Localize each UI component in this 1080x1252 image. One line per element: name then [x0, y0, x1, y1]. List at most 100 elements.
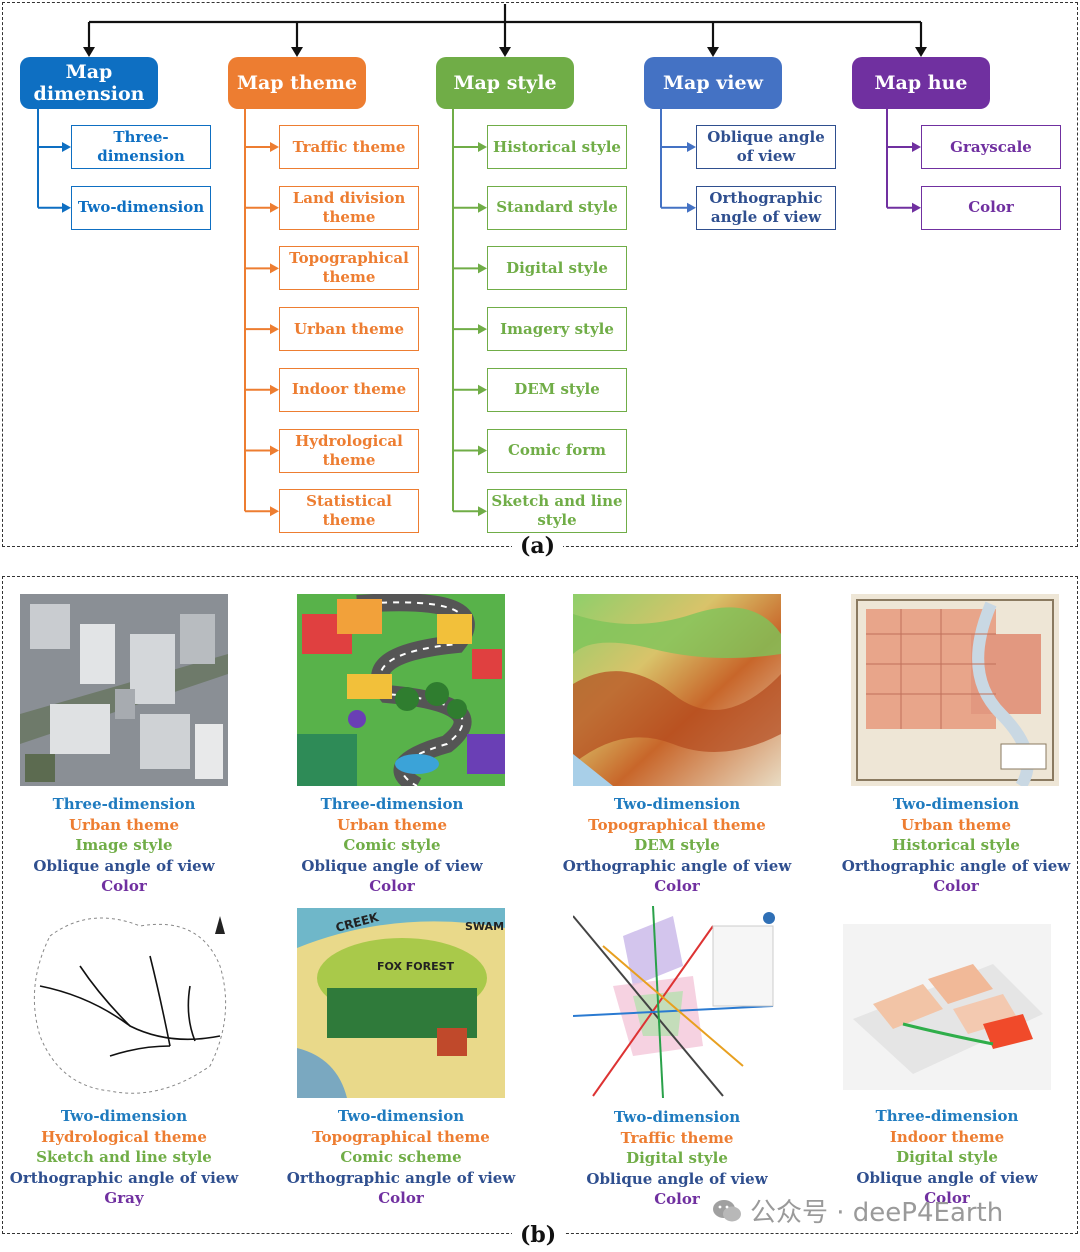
panel-a-connectors: [37, 4, 927, 517]
branch-arrowhead: [270, 506, 279, 517]
category-item: Standard style: [487, 185, 627, 230]
root-arrowhead: [915, 47, 927, 57]
caption-dimension: Three-dimension: [320, 795, 464, 813]
caption-style: Digital style: [626, 1149, 728, 1167]
category-item-label: Standard style: [496, 198, 618, 217]
category-title: Map hue: [874, 72, 968, 94]
category-item: Three-dimension: [71, 125, 211, 169]
category-item-label: Digital style: [506, 258, 608, 277]
caption-view: Oblique angle of view: [856, 1168, 1038, 1187]
caption-hue: Color: [378, 1189, 424, 1207]
category-item-label: Land division theme: [292, 188, 406, 226]
category-item: Hydrological theme: [279, 428, 419, 473]
caption-hue: Color: [933, 877, 979, 895]
caption-style: Historical style: [892, 836, 1020, 854]
category-item: Oblique angle of view: [696, 125, 836, 169]
branch-arrowhead: [687, 142, 696, 152]
caption-view: Orthographic angle of view: [841, 856, 1071, 875]
caption-hue: Gray: [104, 1189, 144, 1207]
root-arrowhead: [291, 47, 303, 57]
branch-arrowhead: [270, 384, 279, 395]
branch-arrowhead: [478, 202, 487, 213]
category-item: Topographical theme: [279, 246, 419, 291]
category-item-label: Statistical theme: [306, 492, 392, 530]
category-item-label: Topographical theme: [289, 249, 409, 287]
category-item-label: Color: [968, 198, 1014, 217]
category-item: Historical style: [487, 125, 627, 169]
caption-hue: Color: [369, 877, 415, 895]
caption-theme: Urban theme: [336, 815, 448, 834]
category-item: DEM style: [487, 367, 627, 412]
caption-style: Comic style: [343, 836, 441, 854]
caption-theme: Traffic theme: [620, 1128, 734, 1147]
branch-arrowhead: [478, 506, 487, 517]
branch-arrowhead: [912, 202, 921, 213]
wechat-icon: [713, 1199, 741, 1221]
thumb-historical-city-map: [851, 594, 1059, 786]
thumb-river-sketch: [20, 906, 240, 1102]
watermark: 公众号 · deeP4Earth: [712, 1192, 1003, 1229]
category-1: Map dimension: [20, 57, 158, 109]
category-item-label: Indoor theme: [291, 380, 407, 399]
category-item-label: Imagery style: [500, 319, 614, 338]
branch-arrowhead: [270, 445, 279, 456]
branch-arrowhead: [478, 263, 487, 274]
category-item: Digital style: [487, 246, 627, 291]
root-arrowhead: [83, 47, 95, 57]
caption-dimension: Two-dimension: [613, 795, 741, 813]
category-item-label: Historical style: [493, 137, 621, 156]
caption-hue: Color: [101, 877, 147, 895]
caption-theme: Urban theme: [68, 815, 180, 834]
category-item-label: Two-dimension: [77, 198, 205, 217]
root-arrowhead: [707, 47, 719, 57]
caption-theme: Urban theme: [900, 815, 1012, 834]
category-item: Color: [921, 185, 1061, 230]
caption-dimension: Two-dimension: [60, 1107, 188, 1125]
caption-hue: Color: [654, 877, 700, 895]
caption-theme: Indoor theme: [889, 1127, 1005, 1146]
branch-arrowhead: [478, 384, 487, 395]
category-item: Land division theme: [279, 185, 419, 230]
caption-hue: Color: [924, 1189, 970, 1207]
category-2: Map theme: [228, 57, 366, 109]
category-item-label: Traffic theme: [292, 137, 406, 156]
caption-style: Sketch and line style: [36, 1148, 212, 1166]
category-title: Map dimension: [33, 61, 145, 105]
category-item: Traffic theme: [279, 125, 419, 169]
watermark-text: 公众号 · deeP4Earth: [750, 1198, 1004, 1228]
category-item: Statistical theme: [279, 489, 419, 534]
category-item-label: Orthographic angle of view: [709, 188, 823, 226]
caption-style: DEM style: [634, 836, 720, 854]
category-item-label: Hydrological theme: [295, 431, 403, 469]
category-title: Map theme: [236, 72, 358, 94]
category-item-label: DEM style: [514, 380, 600, 399]
category-item-label: Grayscale: [950, 137, 1032, 156]
caption-view: Orthographic angle of view: [286, 1168, 516, 1187]
category-item: Urban theme: [279, 307, 419, 352]
thumb-text-forest: FOX FOREST: [377, 960, 455, 973]
thumb-comic-forest: CREEK FOX FOREST SWAM: [297, 908, 505, 1098]
category-item-label: Oblique angle of view: [707, 128, 825, 165]
category-item-label: Comic form: [507, 441, 607, 459]
thumb-indoor-3d-map: [843, 924, 1051, 1090]
category-item-label: Urban theme: [293, 319, 405, 338]
panel-b-label: (b): [512, 1222, 565, 1248]
branch-arrowhead: [270, 202, 279, 213]
branch-arrowhead: [478, 324, 487, 335]
caption-theme: Topographical theme: [312, 1127, 490, 1146]
thumb-dem-terrain: [573, 594, 781, 786]
caption-view: Orthographic angle of view: [562, 856, 792, 875]
panel-a-label: (a): [512, 533, 564, 559]
category-item: Sketch and line style: [487, 489, 627, 534]
category-item: Two-dimension: [71, 185, 211, 230]
caption-dimension: Two-dimension: [892, 795, 1020, 813]
branch-arrowhead: [270, 263, 279, 274]
category-item: Imagery style: [487, 307, 627, 352]
caption-style: Image style: [75, 836, 173, 854]
